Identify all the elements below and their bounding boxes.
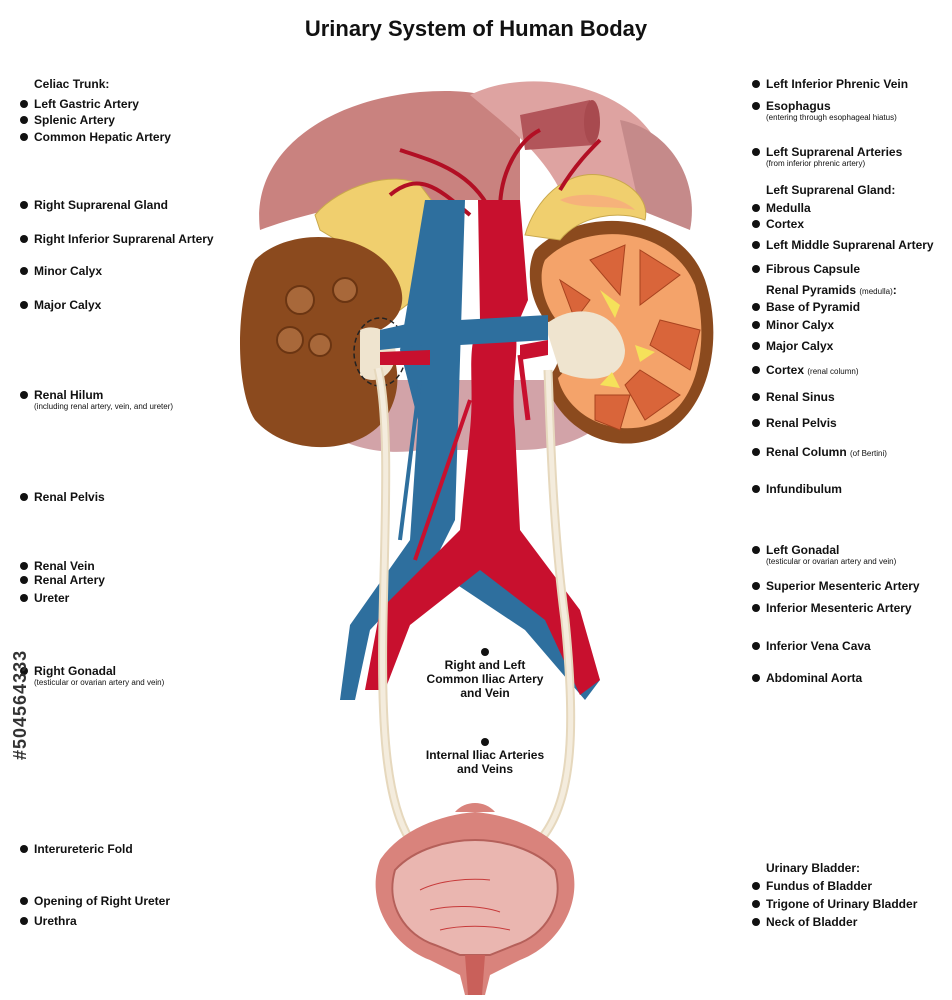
esophagus-shape <box>520 100 595 150</box>
label-left-gonadal: Left Gonadal(testicular or ovarian arter… <box>752 543 896 567</box>
label-ureter: Ureter <box>20 591 69 605</box>
label-renal-sinus: Renal Sinus <box>752 390 835 404</box>
bladder-interior <box>391 838 559 956</box>
label-left-inferior-phrenic-vein: Left Inferior Phrenic Vein <box>752 77 908 91</box>
label-urethra: Urethra <box>20 914 77 928</box>
superior-mesenteric-artery <box>488 250 516 320</box>
label-right-suprarenal-gland: Right Suprarenal Gland <box>20 198 168 212</box>
label-inferior-vena-cava: Inferior Vena Cava <box>752 639 871 653</box>
label-interureteric-fold: Interureteric Fold <box>20 842 133 856</box>
label-common-iliac: Right and Left Common Iliac Artery and V… <box>425 648 545 700</box>
label-renal-vein: Renal Vein <box>20 559 95 573</box>
urethra <box>465 955 485 995</box>
label-infundibulum: Infundibulum <box>752 482 842 496</box>
label-left-middle-suprarenal-artery: Left Middle Suprarenal Artery <box>752 238 934 252</box>
inferior-vena-cava <box>340 200 465 700</box>
label-common-hepatic-artery: Common Hepatic Artery <box>20 130 171 144</box>
label-renal-pelvis-right: Renal Pelvis <box>752 416 837 430</box>
label-major-calyx-right: Major Calyx <box>752 339 833 353</box>
stock-id-watermark: #504564333 <box>10 649 30 760</box>
label-right-gonadal: Right Gonadal(testicular or ovarian arte… <box>20 664 164 688</box>
label-left-gastric-artery: Left Gastric Artery <box>20 97 139 111</box>
bladder-fundus <box>455 803 495 812</box>
spleen-shape <box>620 120 692 230</box>
label-inferior-mesenteric-artery: Inferior Mesenteric Artery <box>752 601 912 615</box>
label-cortex-adrenal: Cortex <box>752 217 804 231</box>
label-renal-pelvis-left: Renal Pelvis <box>20 490 105 504</box>
label-base-of-pyramid: Base of Pyramid <box>752 300 860 314</box>
label-cortex-renal-column: Cortex (renal column) <box>752 363 859 379</box>
label-abdominal-aorta: Abdominal Aorta <box>752 671 862 685</box>
right-renal-vessels <box>380 320 425 350</box>
label-opening-right-ureter: Opening of Right Ureter <box>20 894 170 908</box>
label-renal-artery: Renal Artery <box>20 573 105 587</box>
label-minor-calyx-left: Minor Calyx <box>20 264 102 278</box>
label-superior-mesenteric-artery: Superior Mesenteric Artery <box>752 579 920 593</box>
label-internal-iliac: Internal Iliac Arteries and Veins <box>420 738 550 776</box>
page-title: Urinary System of Human Boday <box>304 16 648 41</box>
label-renal-column: Renal Column (of Bertini) <box>752 445 887 461</box>
label-fundus-of-bladder: Fundus of Bladder <box>752 879 872 893</box>
label-renal-hilum: Renal Hilum(including renal artery, vein… <box>20 388 173 412</box>
label-fibrous-capsule: Fibrous Capsule <box>752 262 860 276</box>
left-adrenal-gland <box>524 173 647 241</box>
label-major-calyx-left: Major Calyx <box>20 298 101 312</box>
abdominal-aorta <box>365 200 600 695</box>
liver-shape <box>259 90 520 231</box>
label-trigone: Trigone of Urinary Bladder <box>752 897 917 911</box>
right-adrenal-gland <box>314 178 436 311</box>
label-minor-calyx-right: Minor Calyx <box>752 318 834 332</box>
label-medulla: Medulla <box>752 201 811 215</box>
label-right-inferior-suprarenal-artery: Right Inferior Suprarenal Artery <box>20 232 214 246</box>
label-splenic-artery: Splenic Artery <box>20 113 115 127</box>
label-neck-of-bladder: Neck of Bladder <box>752 915 857 929</box>
label-left-suprarenal-gland: Left Suprarenal Gland: <box>766 183 896 197</box>
label-left-suprarenal-arteries: Left Suprarenal Arteries(from inferior p… <box>752 145 902 169</box>
label-celiac-trunk: Celiac Trunk: <box>34 77 110 91</box>
label-urinary-bladder: Urinary Bladder: <box>766 861 861 875</box>
left-renal-pelvis <box>545 311 625 379</box>
label-renal-pyramids: Renal Pyramids (medulla): <box>766 283 897 297</box>
renal-pyramids <box>558 244 701 431</box>
left-renal-vessels <box>460 315 548 345</box>
label-esophagus: Esophagus(entering through esophageal hi… <box>752 99 897 123</box>
